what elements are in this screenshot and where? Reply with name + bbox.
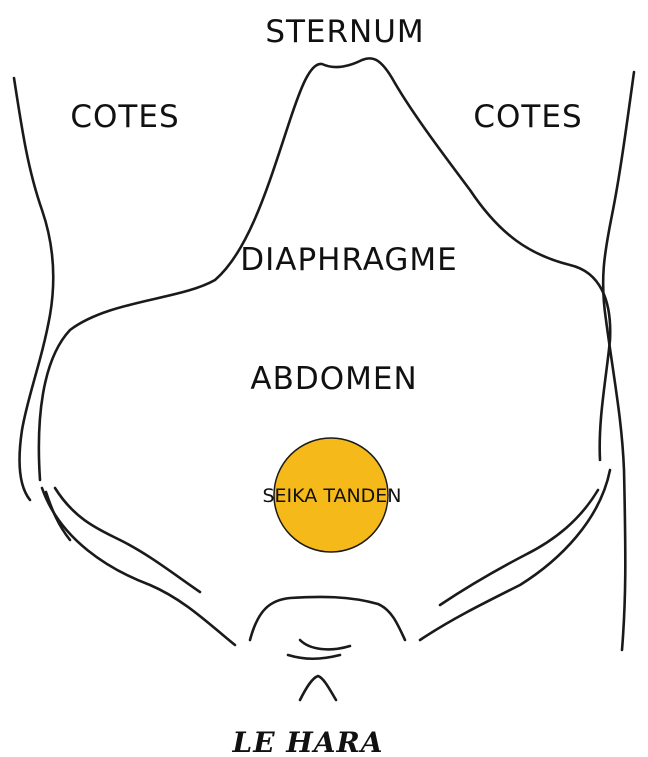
label-abdomen: ABDOMEN — [250, 361, 417, 397]
left-inguinal-line — [42, 488, 235, 645]
pubic-arch — [250, 597, 405, 640]
torso-left-side — [14, 78, 53, 500]
pubic-lower-curve — [300, 640, 350, 649]
label-seika-tanden: SEIKA TANDEN — [262, 485, 401, 507]
diagram-title: LE HARA — [232, 726, 384, 757]
label-ribs-left: COTES — [70, 99, 179, 135]
left-iliac-crest — [46, 492, 70, 540]
pubis-notch — [288, 655, 340, 659]
right-inguinal-line — [420, 470, 610, 640]
right-iliac-line — [440, 490, 598, 605]
groin-mark — [300, 676, 336, 700]
label-ribs-right: COTES — [473, 99, 582, 135]
label-sternum: STERNUM — [265, 14, 424, 50]
label-diaphragm: DIAPHRAGME — [240, 242, 458, 278]
